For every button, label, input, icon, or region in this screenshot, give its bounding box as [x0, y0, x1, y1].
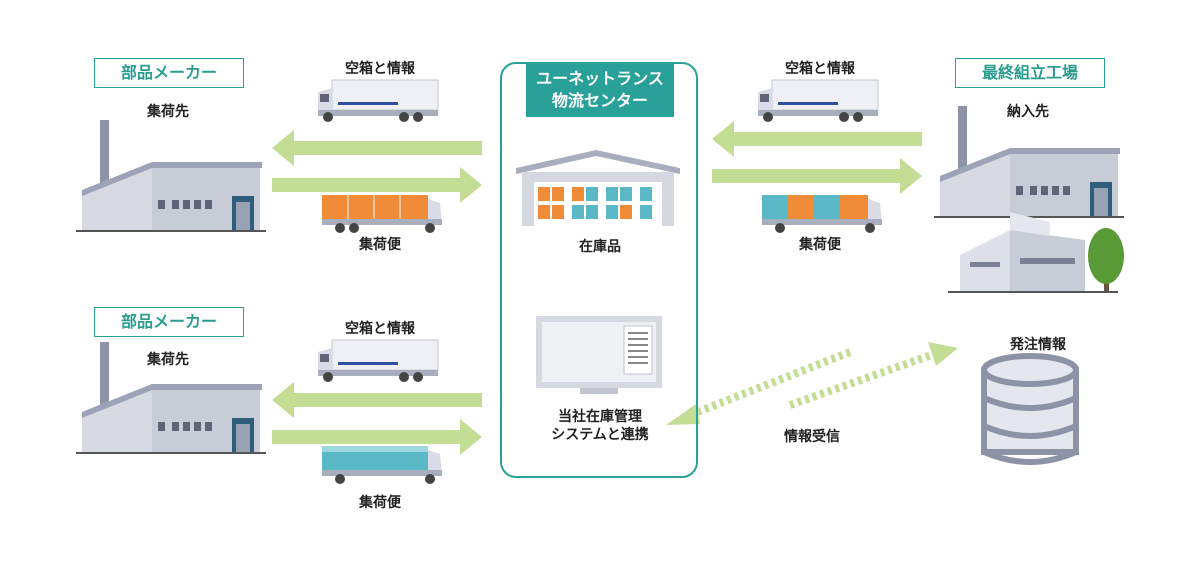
pickup-truck-top-right	[762, 195, 882, 233]
supplier-tag-bottom: 部品メーカー	[94, 307, 244, 337]
info-dotted-arrows	[688, 348, 942, 419]
monitor-icon	[536, 316, 662, 394]
system-caption-line1: 当社在庫管理	[558, 409, 642, 425]
info-arrow-head-right	[928, 342, 958, 366]
system-caption-line2: システムと連携	[551, 427, 649, 443]
flow-arrows-top-left	[272, 130, 482, 203]
supplier-factory-top	[76, 120, 266, 232]
supplier-caption-bottom: 集荷先	[147, 352, 189, 368]
warehouse-caption: 在庫品	[579, 239, 621, 255]
empty-box-truck-bottom-left	[317, 339, 439, 383]
supplier-tag-top: 部品メーカー	[94, 58, 244, 88]
label-empty-box-top-left: 空箱と情報	[345, 61, 415, 77]
assembly-caption: 納入先	[1007, 104, 1049, 120]
label-pickup-bottom-left: 集荷便	[359, 495, 401, 511]
supplier-caption-top: 集荷先	[147, 104, 189, 120]
label-pickup-top-left: 集荷便	[359, 237, 401, 253]
database-icon	[981, 353, 1079, 465]
label-empty-box-top-right: 空箱と情報	[785, 61, 855, 77]
empty-box-truck-top-left	[317, 79, 439, 123]
assembly-factory	[934, 106, 1124, 218]
label-pickup-top-right: 集荷便	[799, 237, 841, 253]
assembly-tag: 最終組立工場	[955, 58, 1105, 88]
flow-arrows-bottom-left	[272, 382, 482, 455]
pickup-truck-top-left	[321, 194, 443, 234]
center-title-line2: 物流センター	[551, 91, 648, 110]
pickup-truck-bottom-left	[322, 446, 442, 484]
flow-arrows-top-right	[712, 121, 922, 194]
assembly-building-icon	[948, 212, 1124, 293]
order-info-label: 発注情報	[1010, 337, 1066, 353]
warehouse-icon	[516, 150, 680, 226]
logistics-center-title: ユーネットランス 物流センター	[526, 63, 674, 117]
label-empty-box-bottom-left: 空箱と情報	[345, 321, 415, 337]
empty-box-truck-top-right	[757, 79, 879, 123]
info-receive-label: 情報受信	[784, 429, 840, 445]
info-arrow-head-left	[666, 404, 700, 425]
center-title-line1: ユーネットランス	[536, 69, 664, 88]
